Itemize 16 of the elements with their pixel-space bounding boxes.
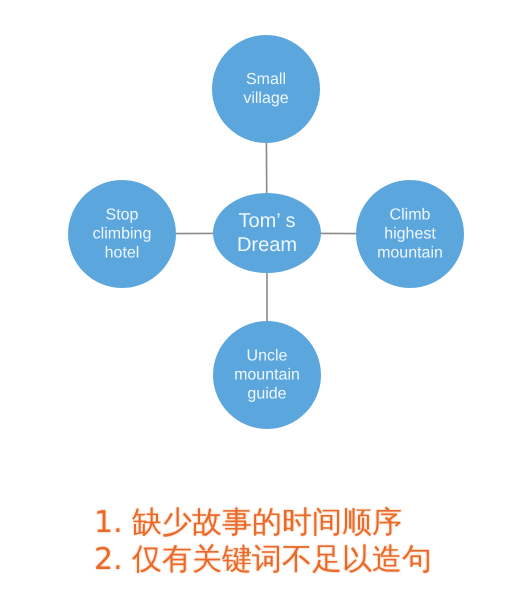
circle-node [68,180,176,288]
circle-node [213,321,321,429]
note-text: 1. 缺少故事的时间顺序 [94,504,402,541]
node-label: Small village [242,70,290,108]
note-text: 2. 仅有关键词不足以造句 [94,541,432,578]
circle-node [356,180,464,288]
ellipse-node [213,193,321,273]
node-label: Uncle mountain guide [233,346,301,404]
node-label: Climb highest mountain [376,206,444,262]
circle-node [212,35,320,143]
connector-line [321,232,356,234]
node-label: Tom’ s Dream [236,209,298,257]
connector-line [266,273,268,321]
connector-line [176,232,213,234]
node-label: Stop climbing hotel [92,206,152,262]
connector-line [266,143,268,193]
